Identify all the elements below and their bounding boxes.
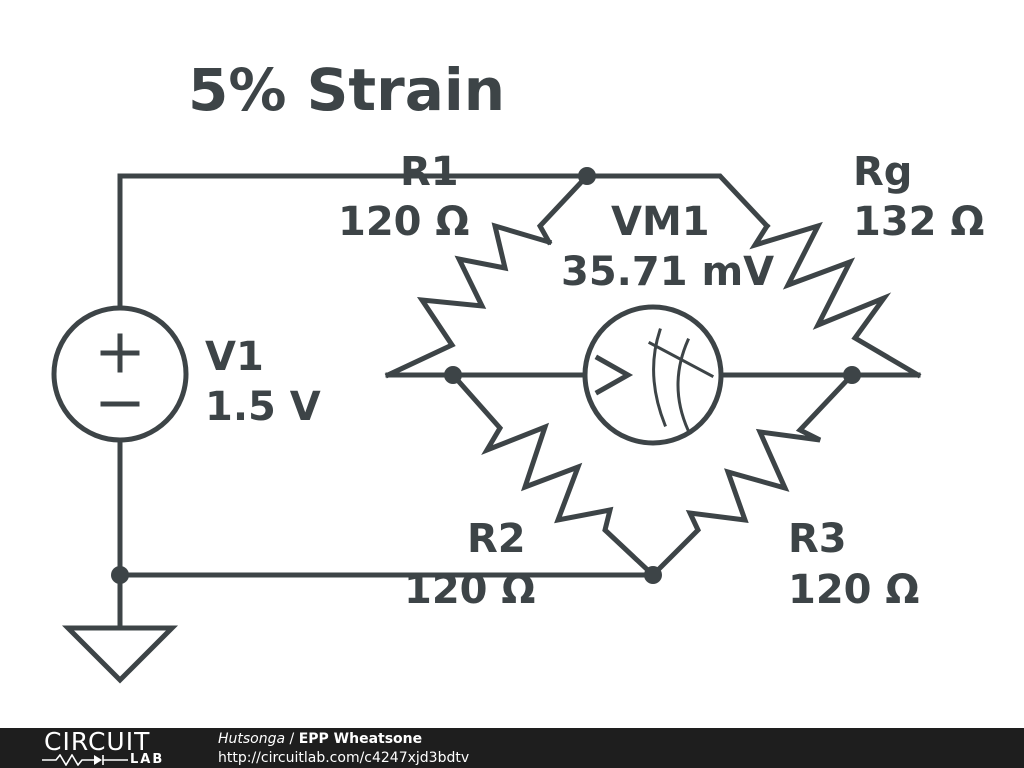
resistor-rg (749, 221, 922, 379)
junction-bottom (644, 566, 662, 584)
circuit-title-link[interactable]: EPP Wheatsone (298, 731, 423, 747)
r3-value-label: 120 Ω (788, 567, 919, 613)
v1-name-label: V1 (205, 334, 264, 380)
wire-top (117, 173, 771, 308)
attribution-separator: / (285, 731, 299, 747)
r1-name-label: R1 (400, 149, 459, 195)
voltmeter-vm1 (582, 304, 724, 446)
junction-top (578, 167, 596, 185)
voltmeter-needle-icon (647, 340, 715, 379)
circuit-url-link[interactable]: http://circuitlab.com/c4247xjd3bdtv (218, 750, 470, 766)
voltmeter-scale-arc-icon (652, 328, 667, 427)
rg-name-label: Rg (853, 149, 912, 195)
rg-value-label: 132 Ω (853, 199, 984, 245)
wheatstone-bridge-schematic: 5% Strain R1 120 Ω Rg 132 Ω VM1 35.71 mV… (51, 56, 984, 684)
resistor-r2 (449, 371, 657, 579)
voltmeter-arrow-icon (594, 354, 634, 396)
r2-name-label: R2 (467, 516, 526, 562)
voltage-source-v1 (51, 305, 189, 443)
wire-bottom (117, 439, 656, 578)
junction-right (843, 366, 861, 384)
author-link[interactable]: Hutsonga (218, 731, 286, 747)
voltmeter-scale-arc-icon-2 (676, 338, 690, 432)
circuitlab-logo-bottom: LAB (130, 752, 165, 767)
resistor-r1 (384, 222, 553, 379)
r3-name-label: R3 (788, 516, 847, 562)
r1-value-label: 120 Ω (338, 199, 469, 245)
junction-left (444, 366, 462, 384)
resistor-logo-icon (42, 754, 128, 766)
diagram-title: 5% Strain (188, 56, 505, 124)
wire-r1-top-lead (536, 172, 591, 246)
resistor-r3 (649, 371, 856, 579)
junction-ground (111, 566, 129, 584)
ground-icon (61, 625, 179, 684)
vm1-name-label: VM1 (611, 199, 710, 245)
footer-bar: CIRCUIT LAB Hutsonga / EPP Wheatsone htt… (0, 728, 1024, 768)
r2-value-label: 120 Ω (404, 567, 535, 613)
attribution: Hutsonga / EPP Wheatsone (218, 731, 422, 747)
vm1-value-label: 35.71 mV (561, 249, 774, 295)
v1-value-label: 1.5 V (205, 384, 321, 430)
circuitlab-logo-top: CIRCUIT (44, 727, 151, 756)
